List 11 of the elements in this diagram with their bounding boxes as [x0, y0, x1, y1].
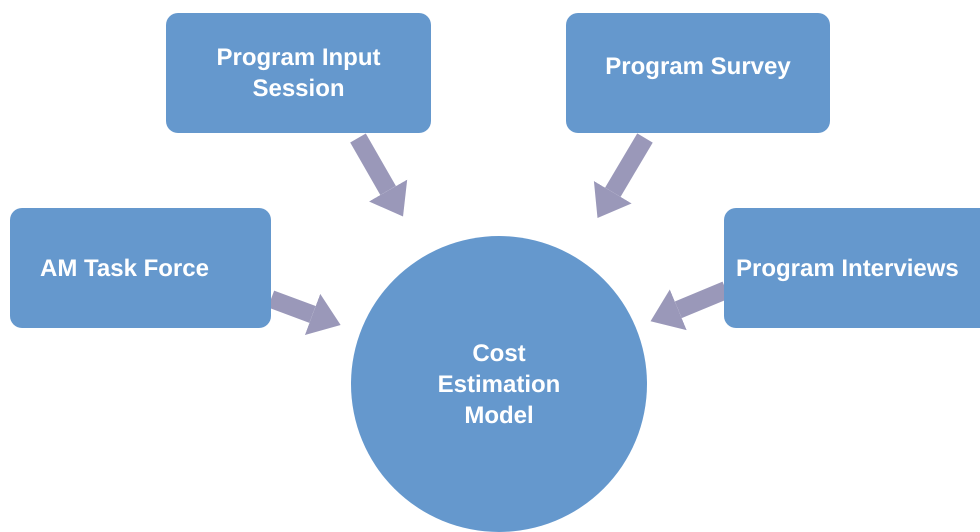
process-box [566, 13, 830, 133]
process-box [10, 208, 271, 328]
block-arrow [594, 133, 653, 218]
node-label: Program Survey [605, 52, 791, 82]
node-label: Cost Estimation Model [436, 338, 562, 430]
node-label: AM Task Force [40, 254, 209, 284]
block-arrow [350, 134, 408, 217]
process-box [724, 208, 980, 328]
process-box [166, 13, 431, 133]
node-label: Program Input Session [215, 43, 382, 104]
node-label: Program Interviews [736, 254, 959, 284]
